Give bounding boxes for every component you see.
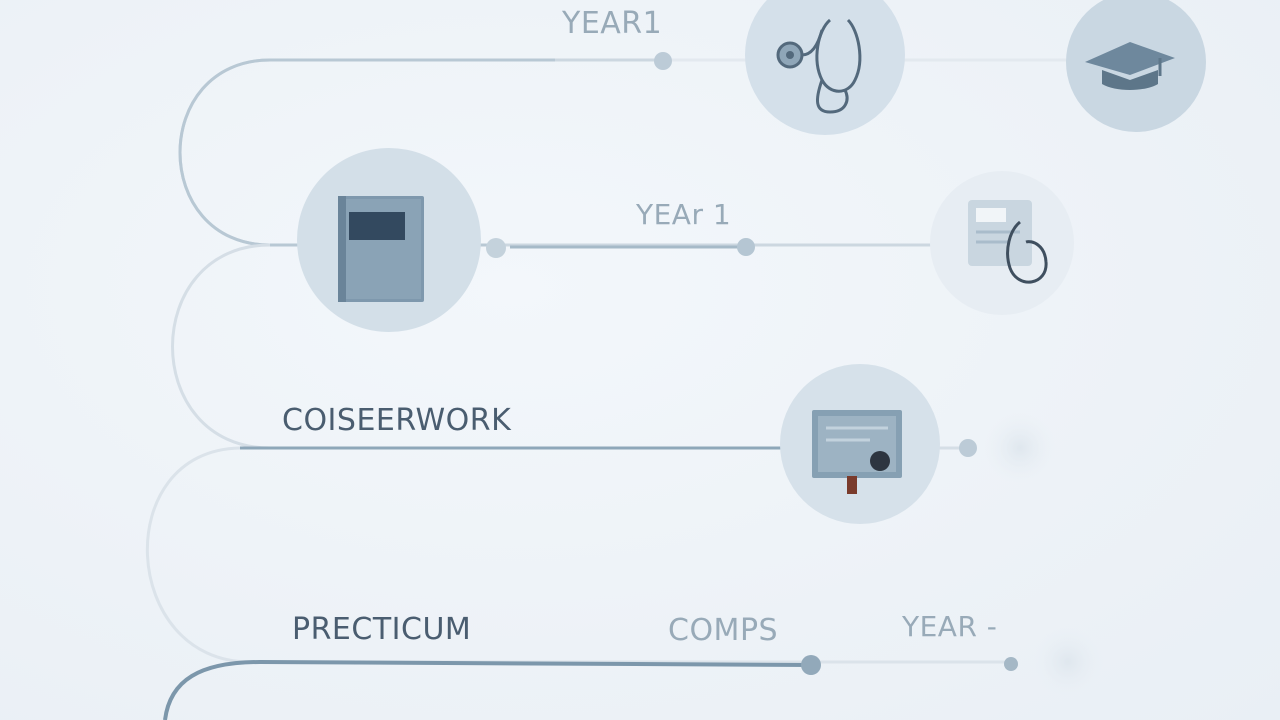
coursework-label: COISEERWORK [282, 403, 512, 438]
timeline-track-segment-3 [146, 446, 1012, 664]
node-year-mid-right[interactable] [737, 238, 755, 256]
comps-label: COMPS [668, 613, 779, 648]
node-comps[interactable] [801, 655, 821, 675]
clipboard-stethoscope-icon [930, 171, 1074, 315]
glow-year-bottom [1032, 626, 1104, 698]
glow-coursework [984, 412, 1056, 484]
graduation-cap-icon [1066, 0, 1206, 132]
year-top-label: YEAR1 [562, 6, 663, 41]
practicum-track [163, 659, 813, 720]
node-year-top[interactable] [654, 52, 672, 70]
year-bottom-label: YEAR - [902, 610, 998, 643]
book-icon [297, 148, 481, 332]
node-year-bottom[interactable] [1004, 657, 1018, 671]
year-mid-label: YEAr 1 [636, 198, 732, 231]
practicum-label: PRECTICUM [292, 612, 472, 647]
stethoscope-icon [745, 0, 905, 135]
node-year-mid-left[interactable] [486, 238, 506, 258]
timeline-track-highlight [178, 58, 555, 247]
certificate-icon [780, 364, 940, 524]
timeline-track-segment-2 [171, 243, 970, 450]
node-coursework[interactable] [959, 439, 977, 457]
